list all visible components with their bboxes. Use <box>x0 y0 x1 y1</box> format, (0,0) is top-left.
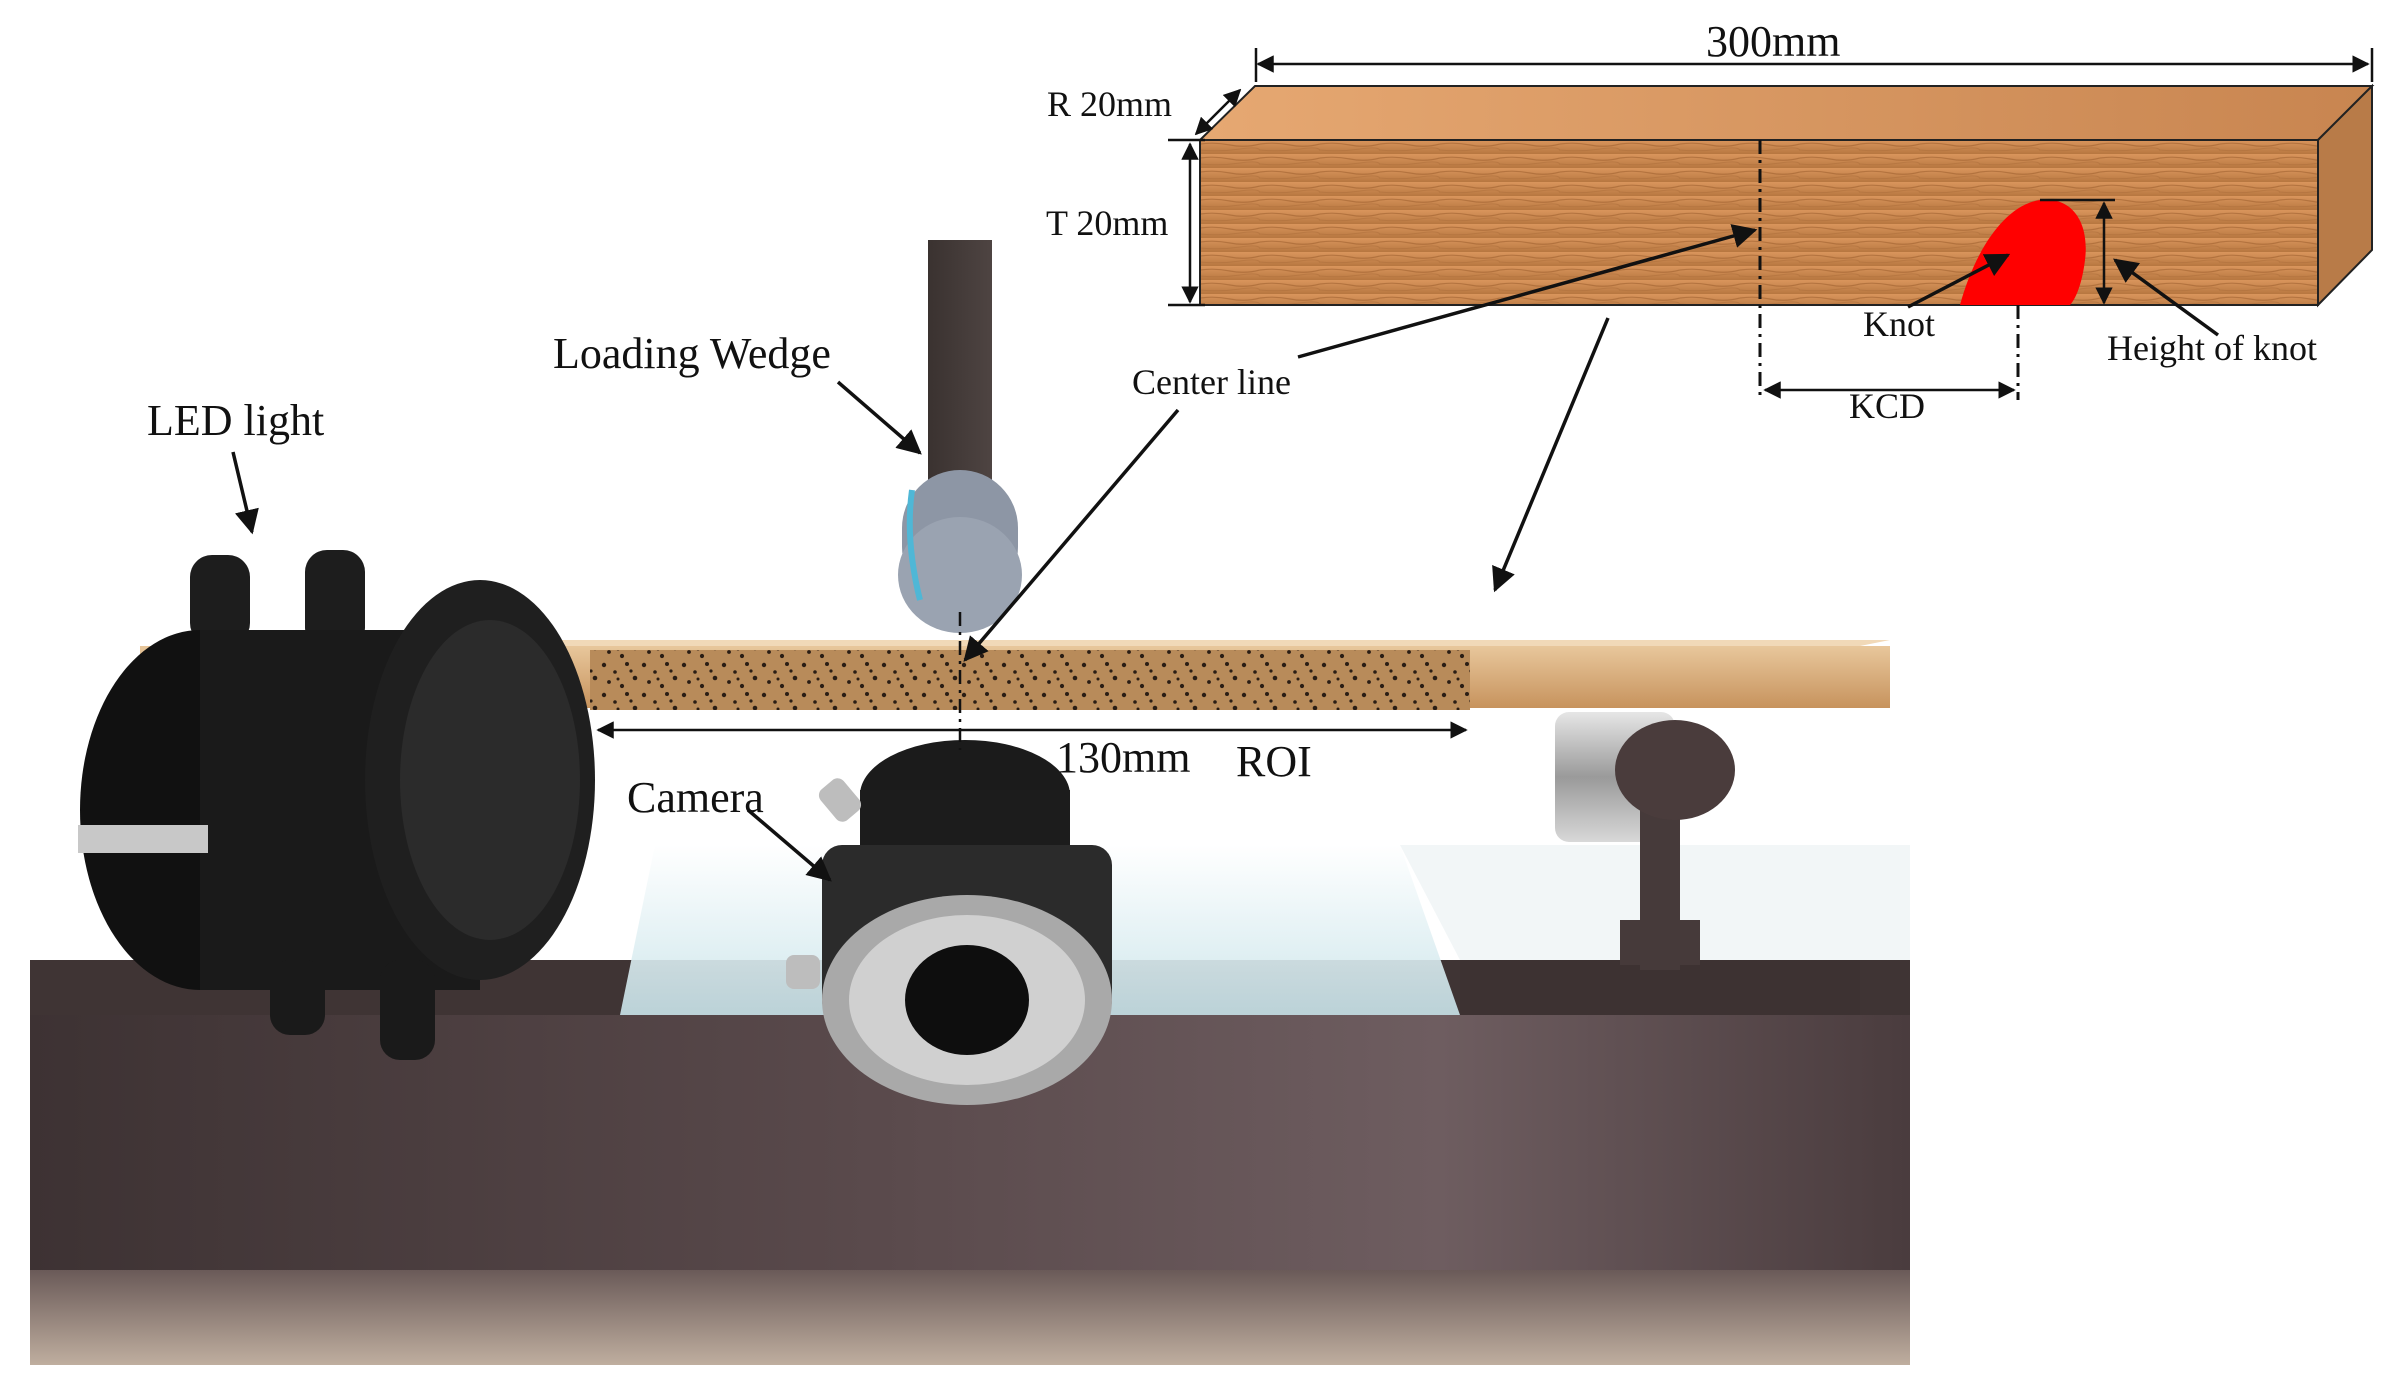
leader-arrows <box>231 224 2220 882</box>
dimension-lines <box>596 48 2374 750</box>
label-roi: ROI <box>1236 737 1312 786</box>
arrow-center-line-bottom <box>963 408 1180 662</box>
table-front-edge <box>30 1270 1910 1365</box>
roi-speckle <box>590 650 1470 710</box>
label-loading-wedge: Loading Wedge <box>553 329 831 378</box>
schematic-end-face <box>2317 83 2373 308</box>
label-kcd: KCD <box>1849 386 1925 426</box>
label-camera: Camera <box>627 773 764 822</box>
schematic-front-face <box>1199 139 2319 306</box>
knot-shape <box>1960 199 2086 305</box>
support-roller <box>1615 720 1735 820</box>
label-radial: R 20mm <box>1047 84 1172 124</box>
arrow-loading-wedge <box>836 380 922 455</box>
led-light-body <box>78 550 595 1060</box>
arrow-specimen <box>1492 317 1610 593</box>
arrow-knot <box>1907 253 2011 309</box>
arrow-height-of-knot <box>2113 258 2220 337</box>
label-specimen-length: 300mm <box>1706 17 1840 66</box>
label-led-light: LED light <box>147 396 324 445</box>
camera-body <box>786 740 1112 1105</box>
arrow-led-light <box>231 451 259 535</box>
test-rig <box>30 240 1910 1365</box>
label-knot: Knot <box>1863 304 1935 344</box>
support-foot <box>1620 920 1700 965</box>
schematic-top-face <box>1197 85 2375 141</box>
label-center-line: Center line <box>1132 362 1291 402</box>
label-tangential: T 20mm <box>1046 203 1168 243</box>
arrow-center-line-top <box>1297 224 1758 359</box>
wedge-highlight <box>906 489 923 601</box>
wedge-nose <box>898 517 1022 633</box>
arrow-camera <box>746 808 832 882</box>
label-height-of-knot: Height of knot <box>2107 328 2317 368</box>
label-roi-length: 130mm <box>1056 733 1190 782</box>
